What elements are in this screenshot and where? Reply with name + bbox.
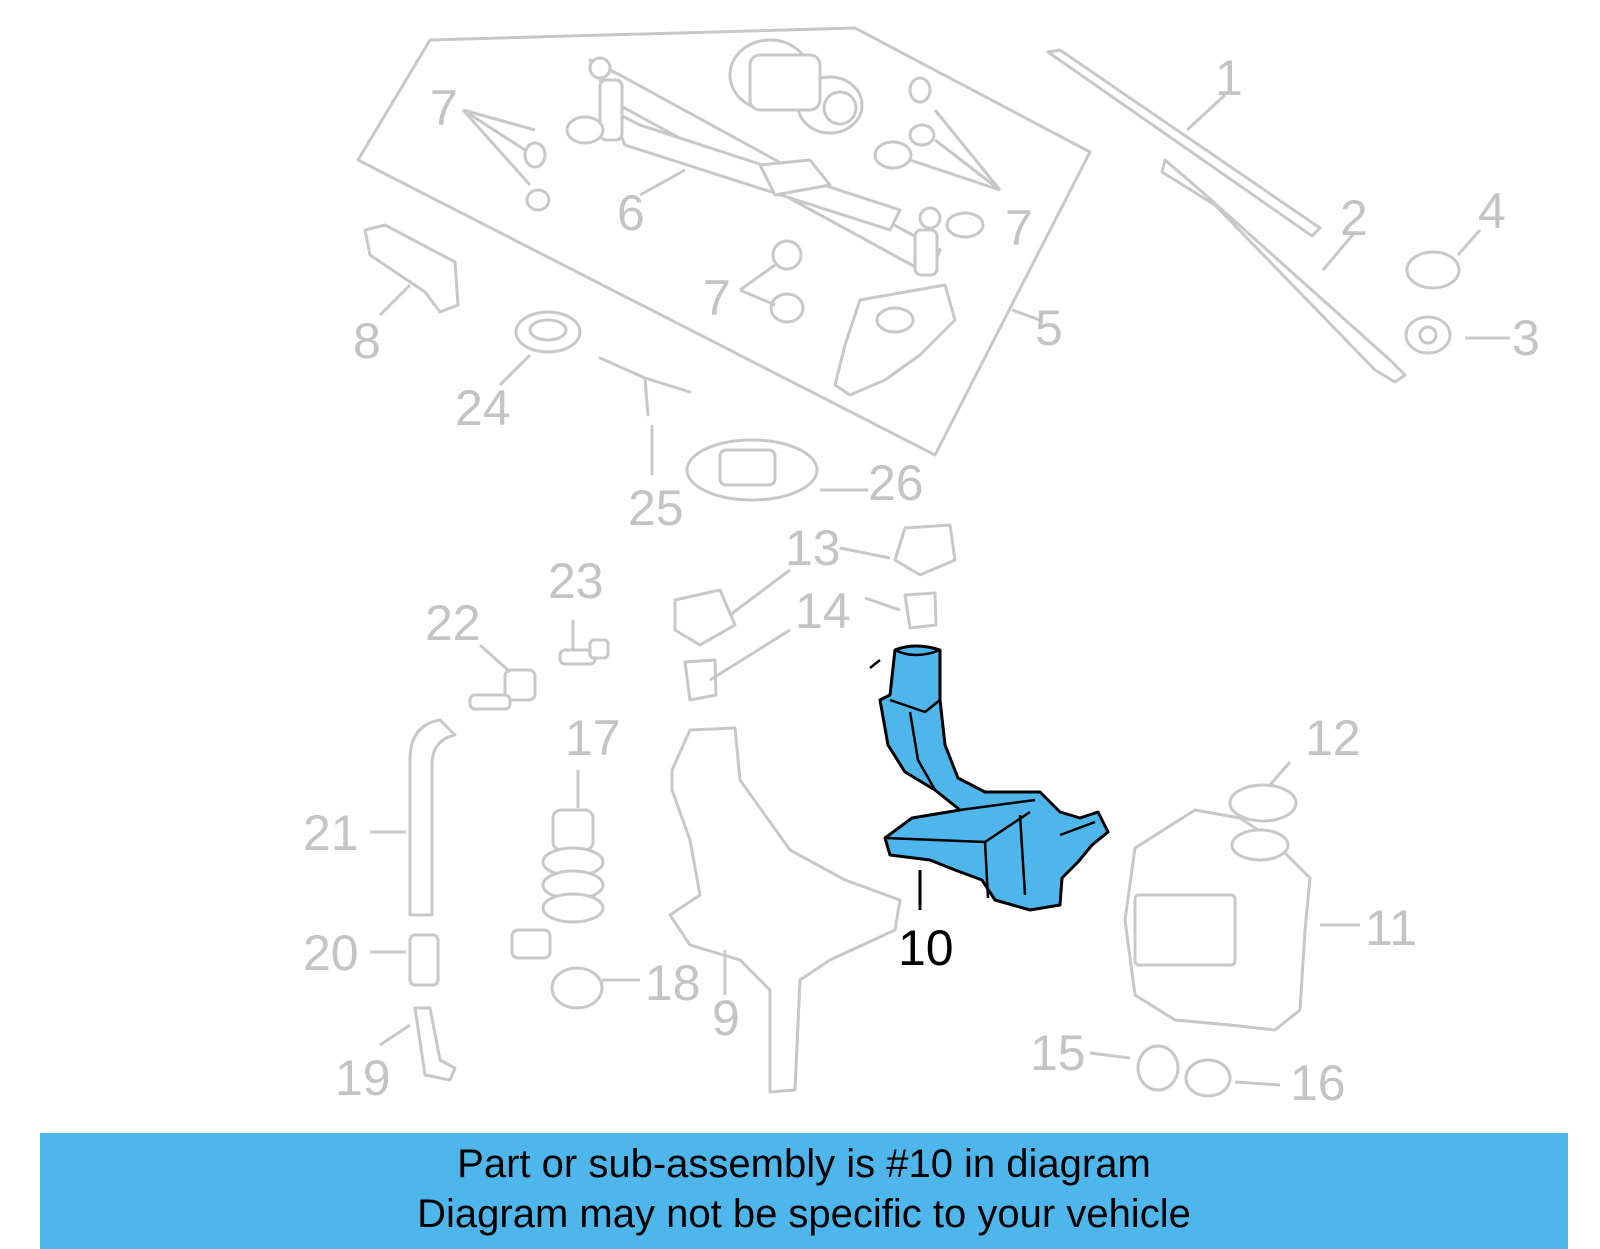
callout-18: 18 xyxy=(645,955,701,1011)
callout-23: 23 xyxy=(548,553,604,609)
hose-connector xyxy=(598,356,692,417)
bracket xyxy=(363,223,460,314)
callout-7-left: 7 xyxy=(430,80,458,136)
callout-6: 6 xyxy=(617,185,645,241)
callout-16: 16 xyxy=(1290,1055,1346,1111)
callout-7-center: 7 xyxy=(703,270,731,326)
sealing-ring xyxy=(1228,783,1298,823)
callout-3: 3 xyxy=(1512,310,1540,366)
callout-5: 5 xyxy=(1035,300,1063,356)
banner-line-disclaimer: Diagram may not be specific to your vehi… xyxy=(417,1192,1191,1236)
banner-line-part-number: Part or sub-assembly is #10 in diagram xyxy=(457,1142,1151,1186)
callout-25: 25 xyxy=(628,480,684,536)
reservoir-alt xyxy=(1123,808,1312,1032)
pump-grommet xyxy=(550,966,604,1010)
callout-21: 21 xyxy=(303,805,359,861)
callout-14: 14 xyxy=(795,583,851,639)
callout-4: 4 xyxy=(1478,183,1506,239)
callout-24: 24 xyxy=(455,380,511,436)
callout-1: 1 xyxy=(1215,50,1243,106)
leader-lines xyxy=(370,93,1510,1087)
callout-7-right: 7 xyxy=(1005,200,1033,256)
washer-hoses xyxy=(408,718,457,1082)
callout-12: 12 xyxy=(1305,710,1361,766)
hose-fittings xyxy=(468,638,610,711)
callout-22: 22 xyxy=(425,595,481,651)
reservoir-caps xyxy=(673,523,957,702)
highlighted-reservoir-part xyxy=(869,644,1110,912)
wiper-linkage-assembly xyxy=(356,26,1092,457)
washer-pump xyxy=(510,808,605,960)
callout-26: 26 xyxy=(868,455,924,511)
callout-15: 15 xyxy=(1030,1025,1086,1081)
nut-and-cap xyxy=(1404,250,1461,355)
callout-19: 19 xyxy=(335,1050,391,1106)
small-grommets xyxy=(1136,1044,1232,1098)
callout-20: 20 xyxy=(303,925,359,981)
info-banner: Part or sub-assembly is #10 in diagram D… xyxy=(40,1133,1568,1249)
callout-10: 10 xyxy=(898,920,954,976)
callout-labels: 1 2 3 4 5 6 7 7 7 8 9 10 11 12 13 14 15 … xyxy=(303,50,1540,1111)
callout-17: 17 xyxy=(565,710,621,766)
callout-11: 11 xyxy=(1365,900,1417,956)
washer-reservoir xyxy=(668,726,902,1094)
callout-9: 9 xyxy=(712,990,740,1046)
wiper-blade-and-arm xyxy=(1046,48,1407,384)
callout-8: 8 xyxy=(353,313,381,369)
callout-13: 13 xyxy=(785,520,841,576)
grommet xyxy=(514,310,582,354)
washer-nozzle xyxy=(685,438,819,502)
callout-2: 2 xyxy=(1340,190,1368,246)
